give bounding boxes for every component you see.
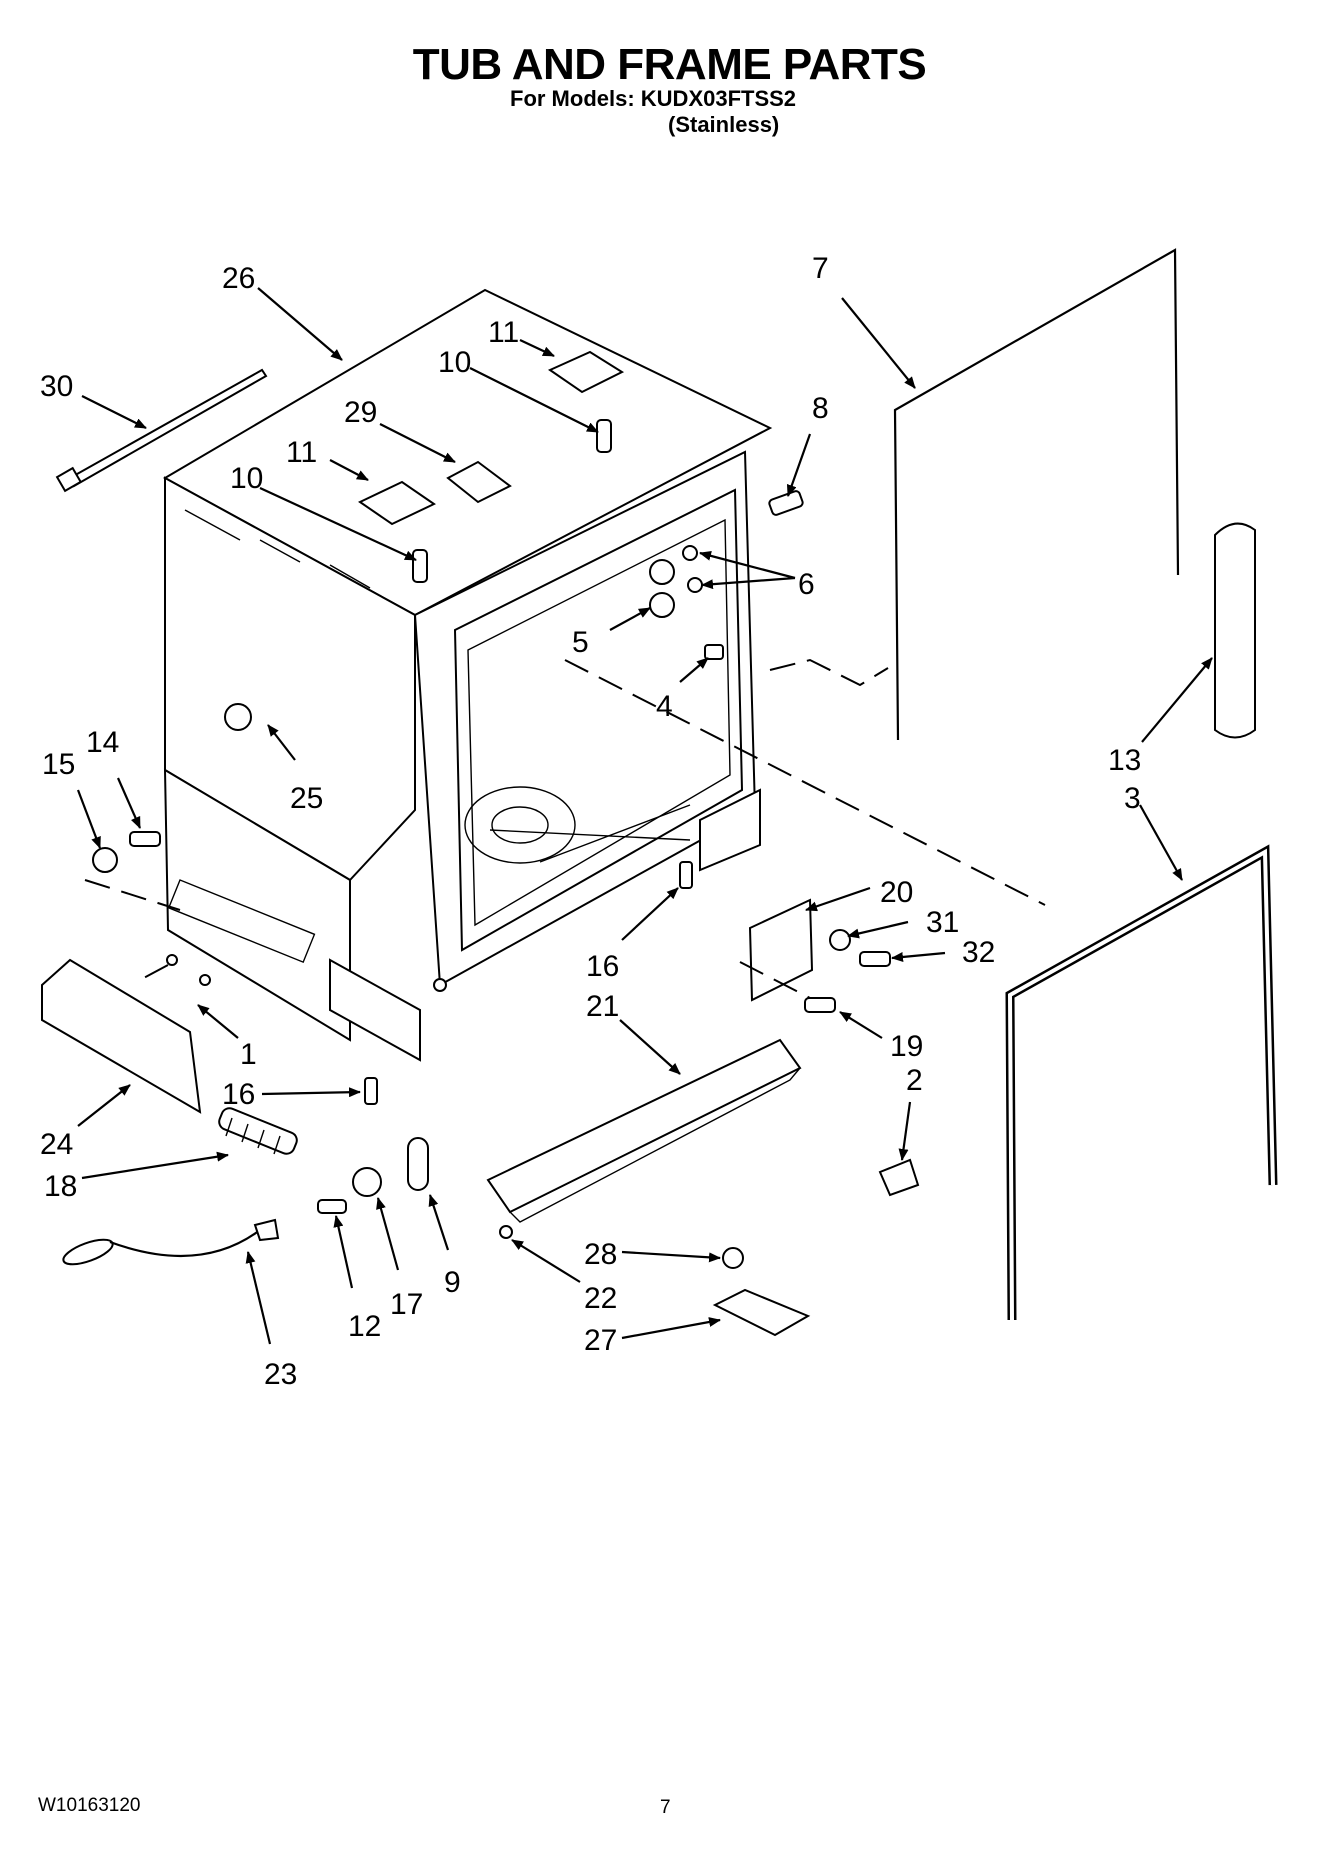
- leader-lines: [76, 287, 1213, 1345]
- callout-9: 9: [444, 1266, 461, 1299]
- bracket-part: [748, 898, 814, 1002]
- callout-31: 31: [926, 906, 959, 939]
- callout-7: 7: [812, 252, 829, 285]
- latch-bracket-part: [878, 1158, 920, 1197]
- plug-part: [224, 703, 252, 731]
- washer-part: [687, 577, 703, 593]
- switch-part: [722, 1247, 744, 1269]
- screw-part: [804, 997, 836, 1013]
- callout-12: 12: [348, 1310, 381, 1343]
- callout-23: 23: [264, 1358, 297, 1391]
- callout-19: 19: [890, 1030, 923, 1063]
- callout-11: 11: [286, 436, 317, 469]
- leveling-leg-part: [364, 1077, 378, 1105]
- callout-29: 29: [344, 396, 377, 429]
- callout-20: 20: [880, 876, 913, 909]
- callout-11: 11: [488, 316, 519, 349]
- callout-32: 32: [962, 936, 995, 969]
- page-number: 7: [660, 1797, 671, 1818]
- callout-4: 4: [656, 690, 673, 723]
- callout-25: 25: [290, 782, 323, 815]
- screw-part: [129, 831, 161, 847]
- callout-5: 5: [572, 626, 589, 659]
- callout-3: 3: [1124, 782, 1141, 815]
- callout-30: 30: [40, 370, 73, 403]
- callout-24: 24: [40, 1128, 73, 1161]
- callout-27: 27: [584, 1324, 617, 1357]
- clip-part: [446, 460, 512, 504]
- screw-part: [596, 419, 612, 453]
- callout-10: 10: [230, 462, 263, 495]
- callout-17: 17: [390, 1288, 423, 1321]
- model-variant: (Stainless): [668, 112, 780, 137]
- screw-part: [768, 490, 804, 516]
- roller-part: [649, 592, 675, 618]
- callout-10: 10: [438, 346, 471, 379]
- spring-part: [218, 1107, 298, 1155]
- access-panel-part: [41, 958, 202, 1114]
- callout-14: 14: [86, 726, 119, 759]
- door-cable-part: [62, 1218, 280, 1266]
- callout-26: 26: [222, 262, 255, 295]
- washer-part: [682, 545, 698, 561]
- page-title: TUB AND FRAME PARTS: [412, 40, 927, 89]
- door-gasket-part: [893, 248, 1180, 741]
- nut-part: [829, 929, 851, 951]
- base-tray-part: [486, 1038, 802, 1214]
- model-number: For Models: KUDX03FTSS2: [510, 86, 797, 111]
- leveling-leg-part: [679, 861, 693, 889]
- callout-1: 1: [240, 1038, 257, 1071]
- callout-22: 22: [584, 1282, 617, 1315]
- callout-13: 13: [1108, 744, 1141, 777]
- nut-part: [92, 847, 118, 873]
- callout-6: 6: [798, 568, 815, 601]
- screw-part: [859, 951, 891, 967]
- pad-part: [1214, 522, 1256, 739]
- screw-part: [412, 549, 428, 583]
- link-part: [407, 1137, 429, 1191]
- screw-part: [317, 1199, 347, 1214]
- callout-2: 2: [906, 1064, 923, 1097]
- callout-15: 15: [42, 748, 75, 781]
- callout-21: 21: [586, 990, 619, 1023]
- callout-8: 8: [812, 392, 829, 425]
- roller-part: [649, 559, 675, 585]
- tub-assembly-drawing: [162, 288, 773, 1062]
- callout-16: 16: [586, 950, 619, 983]
- mounting-bracket-part: [358, 480, 436, 526]
- callout-18: 18: [44, 1170, 77, 1203]
- pulley-part: [352, 1167, 382, 1197]
- callout-28: 28: [584, 1238, 617, 1271]
- callout-16: 16: [222, 1078, 255, 1111]
- mounting-bracket-part: [547, 350, 625, 394]
- switch-bracket-part: [712, 1288, 811, 1337]
- document-number: W10163120: [38, 1795, 141, 1816]
- plug-part: [704, 644, 724, 660]
- screw-part: [499, 1225, 513, 1239]
- cable-tie-part: [55, 368, 268, 493]
